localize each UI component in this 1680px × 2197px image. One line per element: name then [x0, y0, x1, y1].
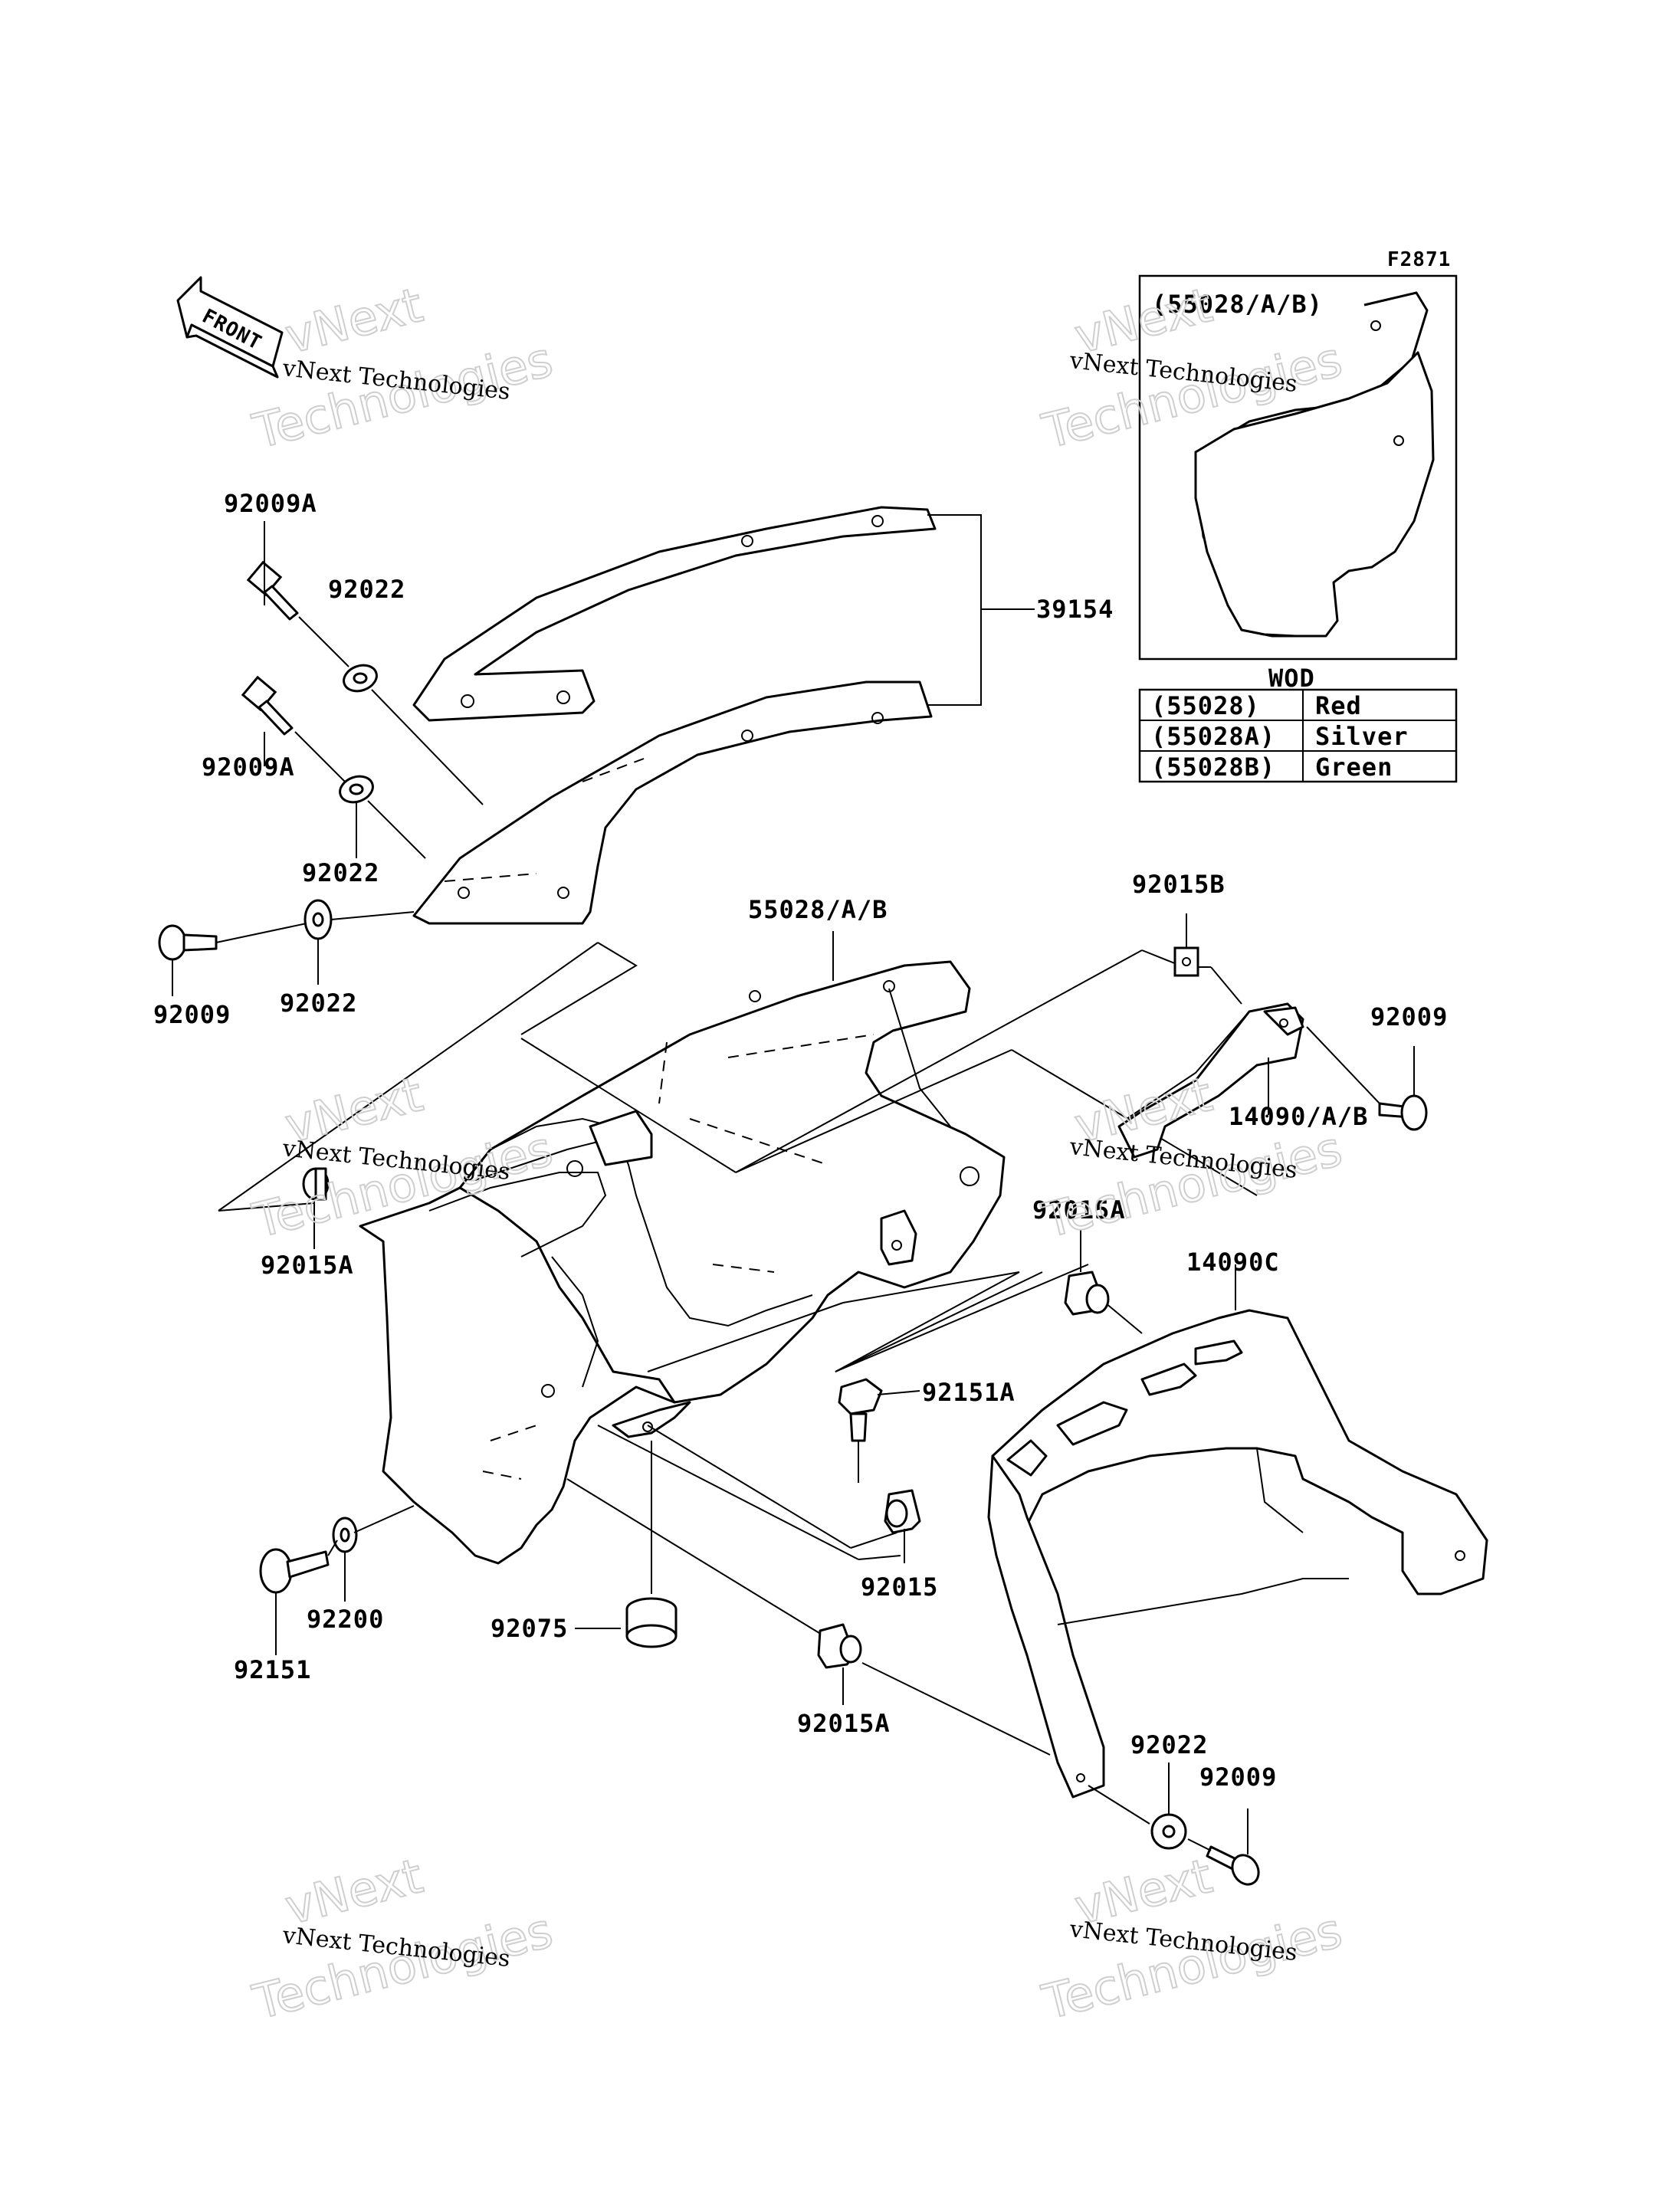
label-92075: 92075 — [491, 1614, 568, 1643]
label-92015B: 92015B — [1132, 870, 1226, 899]
label-92009-left: 92009 — [153, 1000, 231, 1029]
label-92022-left: 92022 — [280, 989, 357, 1018]
watermark-mid-right: vNext Technologies — [1036, 1065, 1348, 1250]
label-92151A: 92151A — [922, 1378, 1016, 1407]
inset-box: (55028/A/B) — [1138, 274, 1458, 661]
inset-title: (55028/A/B) — [1152, 290, 1323, 319]
watermark-bottom-left: vNext Technologies — [247, 1847, 559, 2031]
washer-92022-bottom-icon — [1150, 1813, 1187, 1850]
grommet-92015A-mid-icon — [1064, 1271, 1110, 1316]
color-table-header: WOD — [1268, 664, 1315, 693]
color-row-1-code: (55028A) — [1151, 722, 1275, 751]
screw-92009A-top-icon — [246, 560, 299, 621]
windshield-part — [412, 506, 937, 925]
clip-92015B-icon — [1173, 946, 1199, 977]
color-row-0-code: (55028) — [1151, 691, 1260, 720]
upper-cowl-part — [359, 960, 1006, 1565]
bracket-14090-part — [1117, 1002, 1304, 1159]
color-table: WOD (55028) Red (55028A) Silver (55028B)… — [1138, 664, 1458, 783]
front-arrow-icon: FRONT — [176, 276, 284, 379]
color-row-1-color: Silver — [1315, 722, 1409, 751]
label-92022-top: 92022 — [328, 575, 405, 604]
label-92022-bottom: 92022 — [1130, 1730, 1208, 1759]
screw-92009-left-icon — [158, 924, 218, 961]
grommet-92015A-bottom-icon — [817, 1623, 862, 1669]
screw-92009-right-icon — [1378, 1094, 1428, 1131]
grommet-92075-icon — [625, 1597, 678, 1648]
label-92009-right: 92009 — [1370, 1002, 1448, 1031]
washer-92022-mid-icon — [339, 775, 374, 804]
color-row-0-color: Red — [1315, 691, 1362, 720]
label-39154: 39154 — [1036, 595, 1114, 624]
label-92015A-mid: 92015A — [1032, 1195, 1126, 1225]
color-row-2-code: (55028B) — [1151, 753, 1275, 782]
watermark-bottom-right: vNext Technologies — [1036, 1847, 1348, 2031]
grommet-92015A-left-icon — [302, 1167, 330, 1201]
washer-92022-top-icon — [343, 664, 378, 693]
svg-text:vNext: vNext — [280, 1848, 428, 1936]
label-92015A-bottom: 92015A — [797, 1709, 891, 1738]
inner-panel-14090C-part — [987, 1309, 1488, 1799]
label-92151: 92151 — [234, 1655, 311, 1684]
washer-92200-icon — [332, 1517, 358, 1553]
label-92200: 92200 — [307, 1605, 384, 1634]
bolt-92151A-icon — [838, 1378, 883, 1442]
label-92015: 92015 — [861, 1572, 938, 1602]
grommet-92015-icon — [884, 1489, 921, 1534]
color-row-2-color: Green — [1315, 753, 1393, 782]
svg-text:vNext: vNext — [280, 277, 428, 365]
screw-92009A-mid-icon — [241, 675, 294, 736]
label-92022-mid: 92022 — [302, 858, 379, 887]
bolt-92151-icon — [259, 1548, 330, 1594]
label-55028: 55028/A/B — [748, 895, 888, 924]
label-92009A-mid: 92009A — [202, 753, 295, 782]
label-92009A-top: 92009A — [224, 489, 317, 518]
screw-92009-bottom-icon — [1206, 1845, 1260, 1886]
label-92015A-left: 92015A — [261, 1251, 354, 1280]
figure-code: F2871 — [1387, 248, 1451, 271]
label-92009-bottom: 92009 — [1199, 1763, 1277, 1792]
label-14090: 14090/A/B — [1229, 1102, 1368, 1131]
washer-92022-left-icon — [304, 899, 333, 940]
label-14090C: 14090C — [1186, 1248, 1280, 1277]
